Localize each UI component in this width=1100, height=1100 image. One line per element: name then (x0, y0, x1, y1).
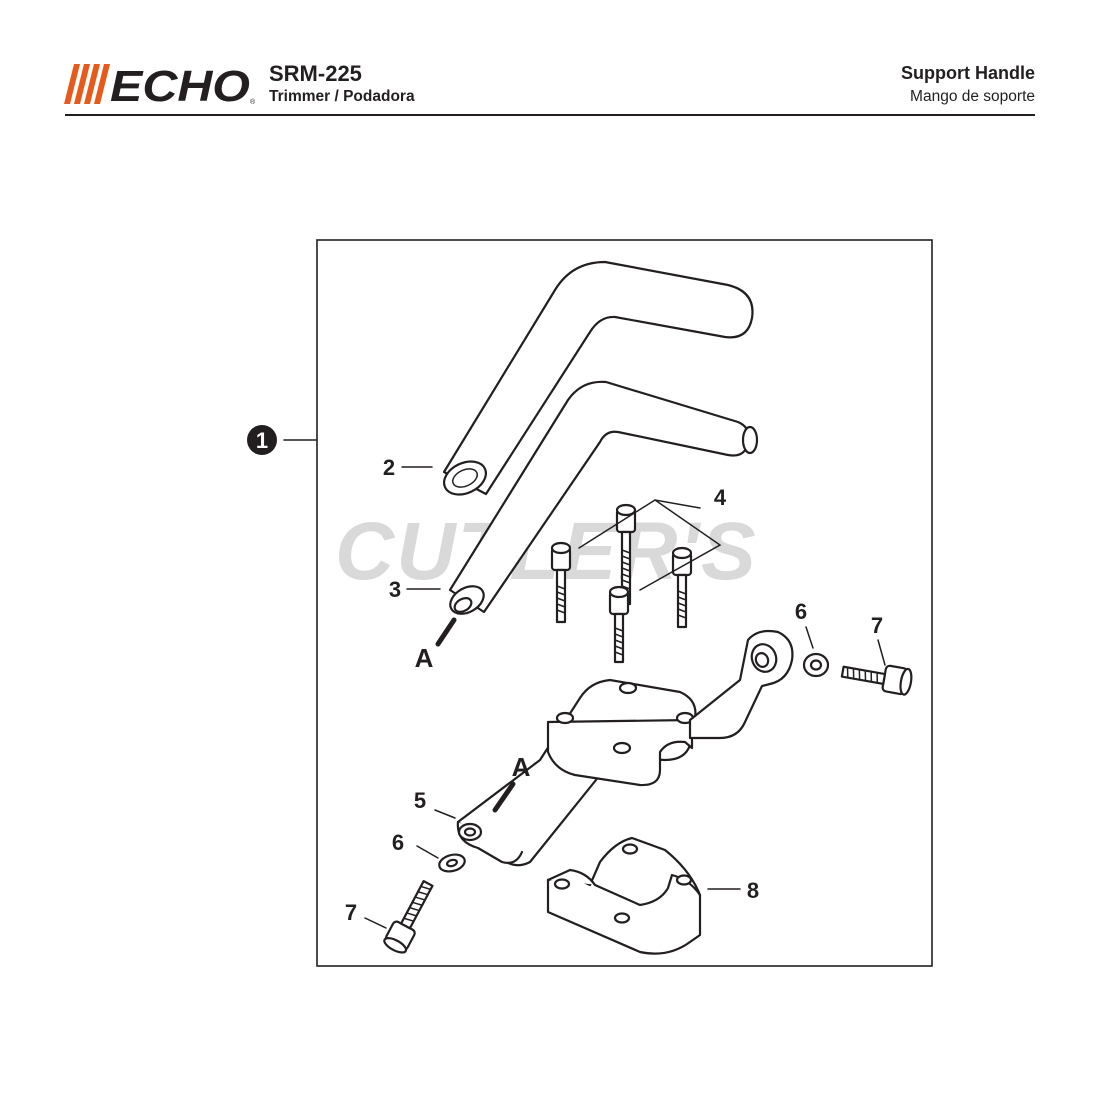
svg-text:®: ® (250, 98, 256, 106)
bolt-part-7-left (383, 880, 434, 954)
page-title-spanish: Mango de soporte (910, 88, 1035, 105)
callout-2: 2 (383, 455, 395, 480)
bolt (608, 585, 630, 664)
callout-4: 4 (714, 485, 727, 510)
clamp-part-8 (546, 836, 702, 955)
handle-bar-part-3 (448, 380, 759, 615)
callout-8: 8 (747, 878, 759, 903)
callout-7-left: 7 (345, 900, 357, 925)
callout-5: 5 (414, 788, 426, 813)
header-divider (65, 114, 1035, 116)
bolt-set-bracket-line (578, 499, 722, 591)
model-number: SRM-225 (269, 61, 362, 86)
callout-6-right: 6 (795, 599, 807, 624)
bolt (671, 546, 693, 629)
diagram-frame (316, 239, 933, 967)
washer-part-6-left (438, 853, 466, 873)
bolt-part-7-right (840, 664, 913, 696)
bolt (550, 541, 572, 624)
reference-a-handle: A (415, 643, 434, 673)
assembly-callout-badge (247, 425, 277, 455)
echo-logo: ECHO ® (64, 62, 256, 106)
logo-wordmark: ECHO (110, 62, 250, 106)
bracket-part-5 (456, 629, 794, 867)
leader-lines (283, 439, 886, 929)
page-title: Support Handle (901, 63, 1035, 83)
bolt-set-part-4 (550, 499, 722, 664)
reference-a-bracket: A (512, 752, 531, 782)
grip-tube-part-2 (442, 260, 754, 496)
washer-part-6-right (802, 652, 830, 678)
callout-3: 3 (389, 577, 401, 602)
logo-stripes (64, 64, 110, 104)
callout-1: 1 (256, 428, 268, 453)
product-subtitle: Trimmer / Podadora (269, 88, 415, 105)
callout-7-right: 7 (871, 613, 883, 638)
callout-6-left: 6 (392, 830, 404, 855)
